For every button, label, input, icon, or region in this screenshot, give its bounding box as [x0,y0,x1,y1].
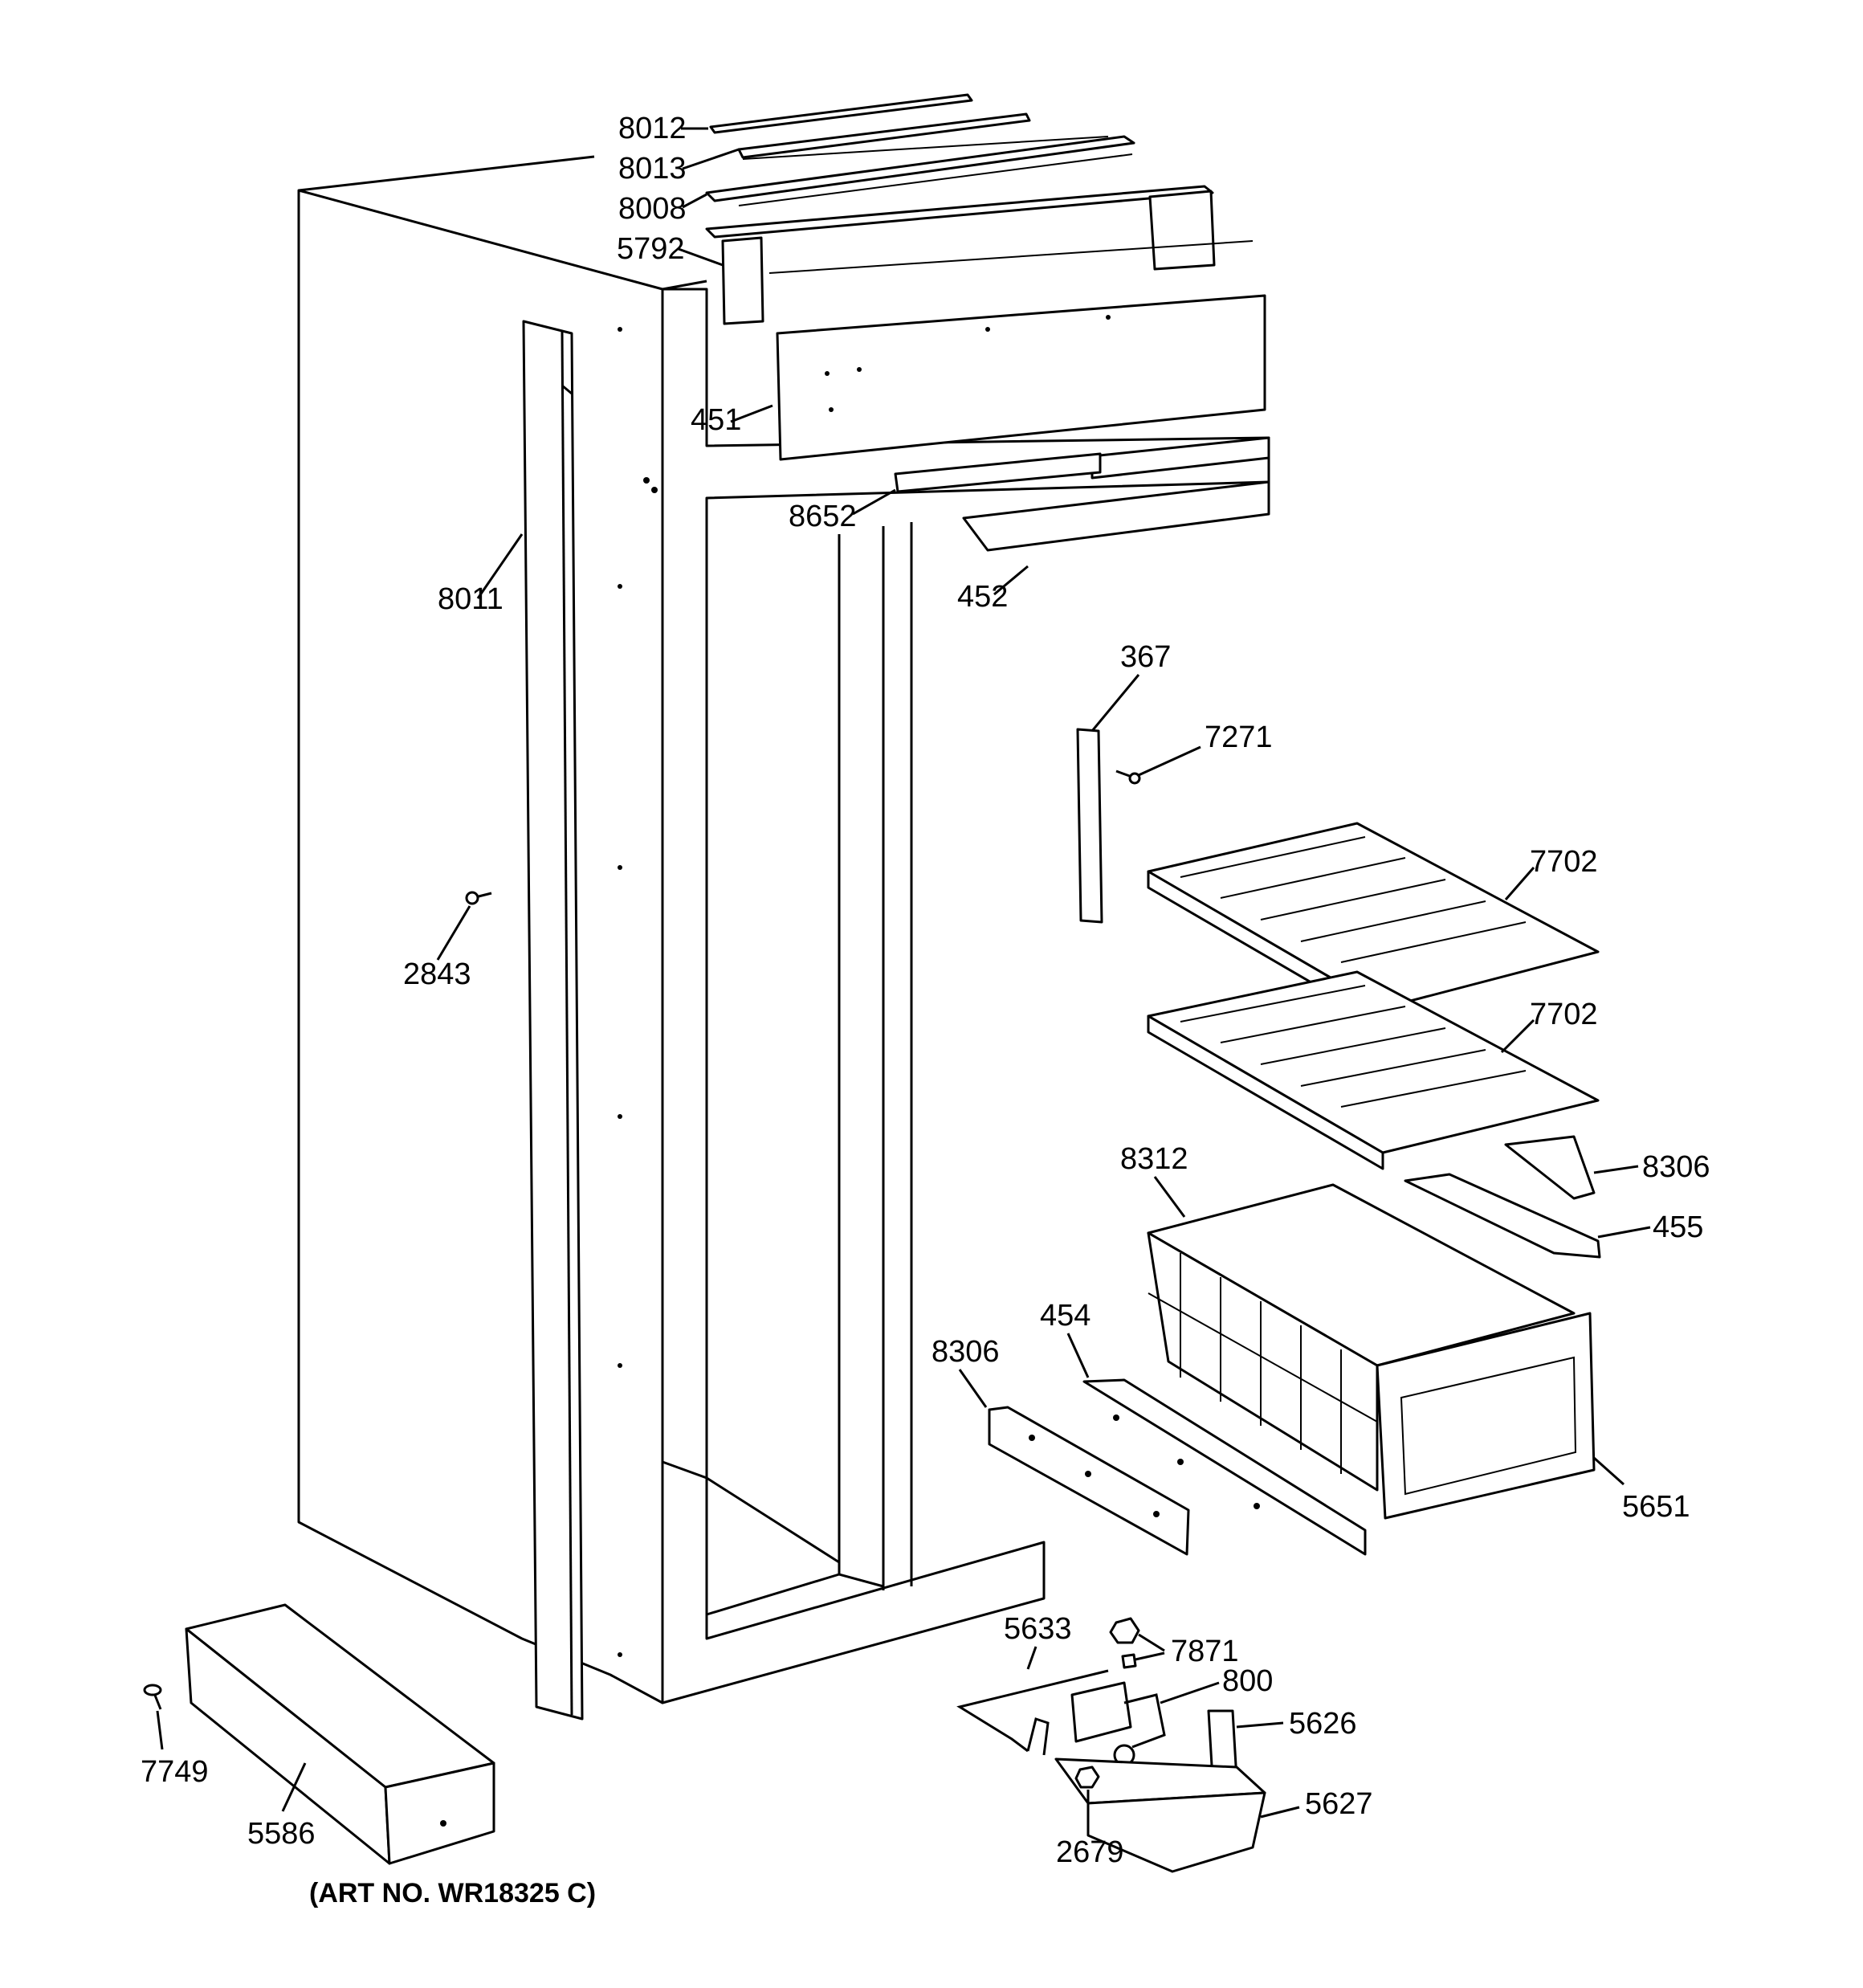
callout-451: 451 [691,403,741,437]
rivet [618,1363,622,1368]
rivet [643,477,650,484]
trim-strip-8011 [522,320,584,1721]
callout-7271: 7271 [1205,720,1273,754]
callout-8652: 8652 [789,500,857,533]
callout-8011: 8011 [438,582,503,616]
drawer-front-5651 [1376,1312,1596,1520]
panel-451 [776,294,1266,461]
callout-7702-lower: 7702 [1530,998,1598,1031]
callout-800: 800 [1222,1664,1273,1698]
wire-bail-5633 [956,1669,1109,1756]
callout-8306-left: 8306 [932,1335,1000,1369]
callout-5626: 5626 [1289,1707,1357,1741]
callout-7749: 7749 [141,1755,209,1789]
wire-basket-8312 [1147,1183,1576,1492]
bracket-assembly-5792 [705,185,1254,325]
rivet [618,327,622,332]
slide-8306-left [988,1406,1190,1556]
callout-454: 454 [1040,1299,1090,1333]
rivet [618,865,622,870]
tray-5627 [1054,1757,1266,1873]
interior-floor-edge [662,1460,840,1564]
nut-7871 [1109,1617,1140,1669]
callout-7702-upper: 7702 [1530,845,1598,879]
interior-floor-front [706,1573,884,1616]
top-rail-8013 [737,112,1109,160]
callout-5792: 5792 [617,232,685,266]
callout-452: 452 [957,580,1008,614]
callout-8013: 8013 [618,152,687,186]
cabinet-front-frame [661,288,1270,1704]
callout-455: 455 [1653,1210,1703,1244]
screw-7749 [143,1684,162,1710]
screw-7271 [1115,769,1141,785]
screw-2843 [465,891,492,905]
slide-8306-right [1504,1135,1596,1200]
cabinet-side-panel [297,189,664,1704]
callout-labels: 8012 8013 8008 5792 451 8652 452 8011 36… [141,112,1710,1869]
callout-8008: 8008 [618,192,687,226]
callout-8012: 8012 [618,112,687,145]
callout-5633: 5633 [1004,1612,1072,1646]
art-number: (ART NO. WR18325 C) [309,1878,596,1908]
slide-454 [1082,1378,1367,1556]
wire-shelf-7702-lower [1147,970,1600,1170]
rivet [618,584,622,589]
rivet [618,1114,622,1119]
callout-7871: 7871 [1171,1635,1239,1668]
top-channel-8008 [705,135,1135,206]
top-rail-8012 [709,93,973,134]
callout-5586: 5586 [247,1817,316,1851]
leader-lines [156,127,1651,1831]
callout-8312: 8312 [1120,1142,1188,1176]
shelf-ladder-367 [1076,728,1103,924]
callout-5651: 5651 [1622,1490,1690,1524]
callout-5627: 5627 [1305,1787,1373,1821]
rivet [618,1652,622,1657]
housing-5586 [185,1603,495,1865]
callout-367: 367 [1120,640,1171,674]
rivet [651,487,658,493]
callout-8306-right: 8306 [1642,1150,1710,1184]
valve-800 [1070,1681,1166,1766]
cabinet-top-front-edge [662,280,707,291]
callout-2843: 2843 [403,957,471,991]
cabinet-top-edge [298,155,595,192]
slide-455 [1404,1173,1601,1259]
light-shield-452 [962,480,1270,552]
nut-2679 [1074,1766,1100,1789]
callout-2679: 2679 [1056,1835,1124,1869]
bracket-8652 [894,452,1102,493]
